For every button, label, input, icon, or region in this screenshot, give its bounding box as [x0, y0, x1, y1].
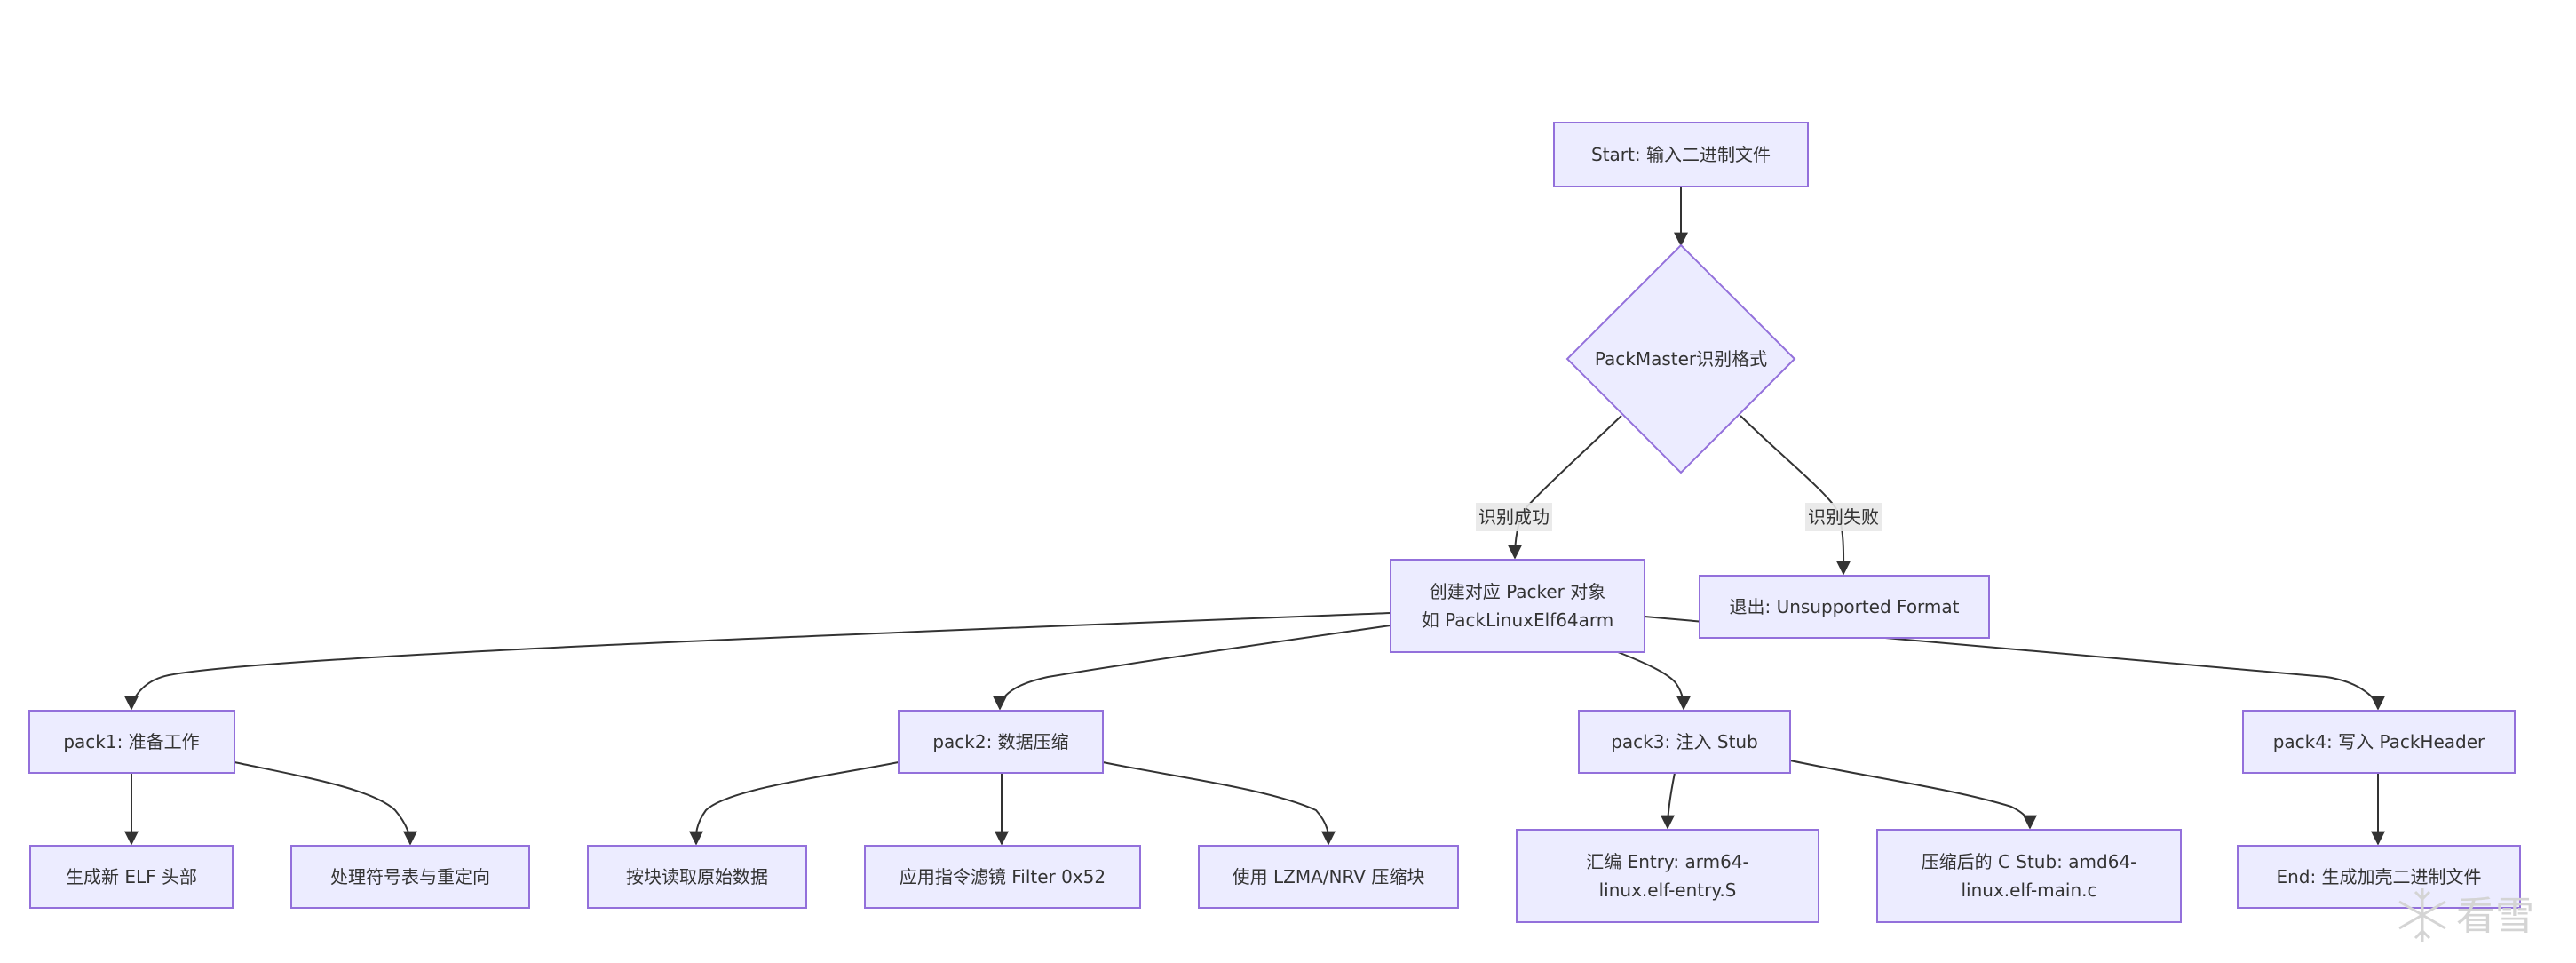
node-pack1: pack1: 准备工作	[28, 710, 235, 774]
node-pack2-label: pack2: 数据压缩	[932, 731, 1068, 752]
node-read-blocks-label: 按块读取原始数据	[626, 866, 768, 887]
edges	[124, 187, 2385, 846]
node-pack2: pack2: 数据压缩	[898, 710, 1104, 774]
node-filter-label: 应用指令滤镜 Filter 0x52	[900, 866, 1106, 887]
node-exit: 退出: Unsupported Format	[1699, 575, 1990, 639]
edge-pack1-to-symbols	[234, 761, 417, 846]
node-create-packer: 创建对应 Packer 对象 如 PackLinuxElf64arm	[1390, 559, 1645, 653]
edge-label-failure-text: 识别失败	[1808, 506, 1879, 528]
edge-pack2-to-read-blocks	[688, 761, 900, 846]
node-cstub-line2: linux.elf-main.c	[1961, 879, 2096, 901]
snowflake-icon	[2398, 888, 2446, 942]
node-read-blocks: 按块读取原始数据	[587, 845, 807, 909]
edge-create-to-pack3	[1617, 651, 1691, 711]
edge-label-failure: 识别失败	[1805, 503, 1882, 531]
node-filter: 应用指令滤镜 Filter 0x52	[864, 845, 1141, 909]
node-exit-label: 退出: Unsupported Format	[1729, 596, 1959, 617]
node-compress: 使用 LZMA/NRV 压缩块	[1198, 845, 1459, 909]
edge-label-success: 识别成功	[1476, 503, 1552, 531]
node-compress-label: 使用 LZMA/NRV 压缩块	[1233, 866, 1425, 887]
edge-create-to-pack2	[993, 625, 1391, 711]
node-create-packer-line1: 创建对应 Packer 对象	[1430, 581, 1606, 602]
node-pack4-label: pack4: 写入 PackHeader	[2273, 731, 2485, 752]
node-entry-line1: 汇编 Entry: arm64-	[1586, 851, 1749, 872]
edge-label-success-text: 识别成功	[1478, 506, 1550, 528]
node-packmaster-label: PackMaster识别格式	[1595, 348, 1767, 370]
node-start: Start: 输入二进制文件	[1553, 122, 1809, 187]
watermark: 看雪	[2398, 888, 2534, 942]
node-create-packer-line2: 如 PackLinuxElf64arm	[1422, 609, 1614, 631]
watermark-text: 看雪	[2456, 894, 2534, 939]
node-symbols-label: 处理符号表与重定向	[330, 866, 490, 887]
node-cstub: 压缩后的 C Stub: amd64- linux.elf-main.c	[1876, 829, 2182, 923]
node-symbols: 处理符号表与重定向	[290, 845, 530, 909]
edge-packmaster-to-exit	[1740, 415, 1851, 576]
edge-packmaster-to-create	[1508, 415, 1622, 560]
node-elf-header-label: 生成新 ELF 头部	[66, 866, 197, 887]
node-end-label: End: 生成加壳二进制文件	[2276, 866, 2481, 887]
node-pack4: pack4: 写入 PackHeader	[2242, 710, 2516, 774]
node-pack3: pack3: 注入 Stub	[1578, 710, 1791, 774]
edge-pack2-to-compress	[1102, 761, 1336, 846]
node-entry: 汇编 Entry: arm64- linux.elf-entry.S	[1516, 829, 1819, 923]
node-packmaster: PackMaster识别格式	[1565, 243, 1796, 474]
node-end: End: 生成加壳二进制文件	[2237, 845, 2521, 909]
node-pack1-label: pack1: 准备工作	[63, 731, 199, 752]
node-start-label: Start: 输入二进制文件	[1591, 144, 1771, 165]
edge-pack3-to-cstub	[1789, 760, 2037, 830]
node-cstub-line1: 压缩后的 C Stub: amd64-	[1922, 851, 2137, 872]
node-entry-line2: linux.elf-entry.S	[1599, 879, 1737, 901]
node-pack3-label: pack3: 注入 Stub	[1611, 731, 1758, 752]
edge-create-to-pack1	[124, 612, 1391, 711]
node-elf-header: 生成新 ELF 头部	[29, 845, 234, 909]
edge-pack3-to-entry	[1661, 772, 1676, 830]
